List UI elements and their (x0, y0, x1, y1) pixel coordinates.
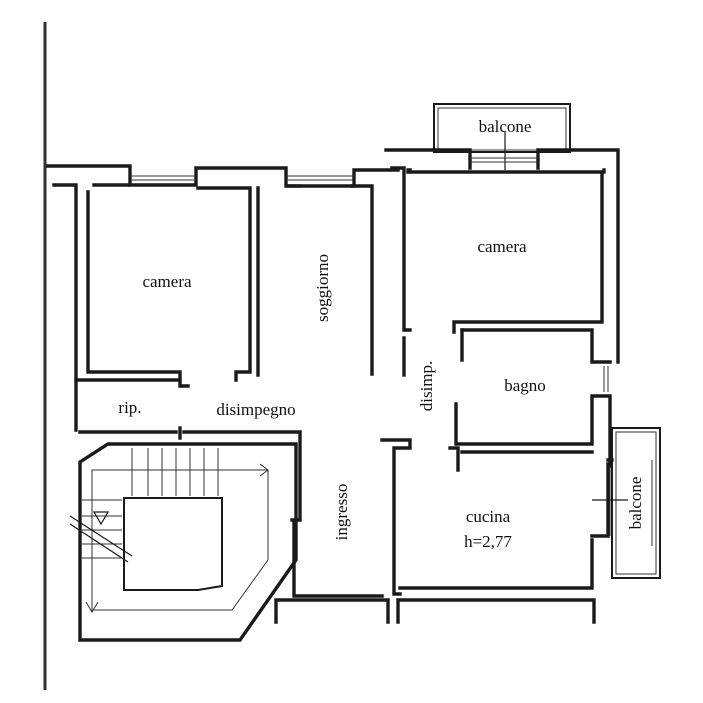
label-rip: rip. (118, 398, 141, 417)
left-camera-walls (52, 183, 302, 432)
label-bagno: bagno (504, 376, 546, 395)
staircase (69, 442, 298, 642)
entrance-walls (274, 520, 596, 624)
balcony-right (592, 427, 661, 579)
label-disimp: disimp. (417, 361, 436, 412)
central-walls (350, 166, 614, 596)
label-balcone-top: balcone (479, 117, 532, 136)
label-camera-left: camera (142, 272, 192, 291)
label-balcone-right: balcone (626, 477, 645, 530)
balcony-top (433, 103, 571, 170)
label-cucina: cucina (466, 507, 511, 526)
label-soggiorno: soggiorno (313, 254, 332, 322)
label-height: h=2,77 (464, 532, 512, 551)
label-ingresso: ingresso (332, 484, 351, 541)
north-walls (46, 148, 620, 364)
label-camera-right: camera (477, 237, 527, 256)
label-disimpegno: disimpegno (216, 400, 295, 419)
room-labels: balcone camera soggiorno camera disimp. … (118, 117, 645, 551)
